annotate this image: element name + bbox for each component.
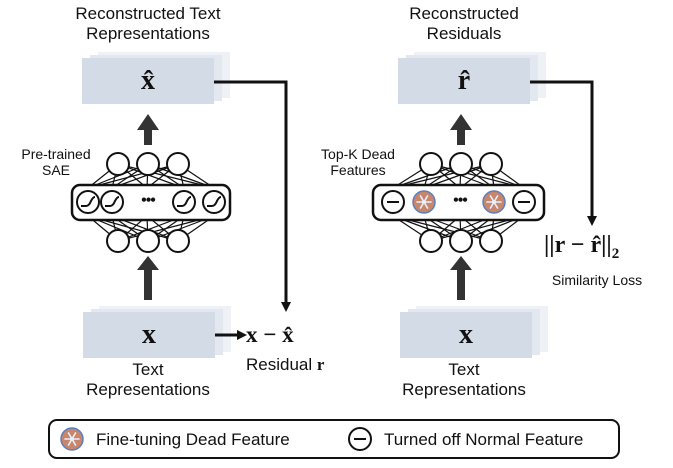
- sae-label-1: Pre-trained: [21, 146, 91, 162]
- similarity-loss-label: Similarity Loss: [551, 272, 643, 288]
- dead-features-label-2: Features: [330, 162, 386, 178]
- legend-normal-feature-label: Turned off Normal Feature: [384, 430, 584, 449]
- right-top-layer: [419, 152, 503, 176]
- right-input-label-1: Text: [448, 360, 480, 379]
- flow-arrows: [137, 114, 472, 300]
- left-input-symbol: x: [142, 319, 156, 350]
- residual-expression: x − x̂: [246, 322, 294, 347]
- left-input-box: [83, 306, 231, 358]
- residual-label: Residual r: [246, 355, 325, 374]
- legend-dead-feature-label: Fine-tuning Dead Feature: [96, 430, 290, 449]
- legend: Fine-tuning Dead Feature Turned off Norm…: [48, 419, 620, 459]
- left-output-label-1: Reconstructed Text: [75, 4, 221, 23]
- right-input-box: [400, 306, 548, 358]
- left-input-label-1: Text: [132, 360, 164, 379]
- right-output-label-1: Reconstructed: [409, 4, 519, 23]
- sae-label-2: SAE: [41, 162, 70, 178]
- left-top-layer: [106, 152, 190, 176]
- left-bottom-layer: [106, 229, 190, 253]
- connector-lines: [214, 80, 597, 340]
- right-output-box: [398, 52, 546, 104]
- right-output-symbol: r̂: [457, 65, 471, 96]
- right-input-symbol: x: [459, 319, 473, 350]
- norm-subscript: 2: [611, 245, 620, 262]
- right-bottom-layer: [419, 229, 503, 253]
- left-input-label-2: Representations: [86, 380, 210, 399]
- left-output-symbol: x̂: [141, 65, 155, 96]
- dead-features-label-1: Top-K Dead: [321, 146, 395, 162]
- left-output-label-2: Representations: [86, 24, 210, 43]
- left-hidden-dots: •••: [141, 192, 156, 209]
- similarity-loss-expression: ||r − r̂||2: [544, 232, 620, 262]
- left-output-box: [82, 52, 230, 104]
- right-output-label-2: Residuals: [426, 24, 502, 43]
- right-input-label-2: Representations: [402, 380, 526, 399]
- right-hidden-dots: •••: [453, 192, 468, 209]
- residual-symbol: r: [316, 355, 325, 374]
